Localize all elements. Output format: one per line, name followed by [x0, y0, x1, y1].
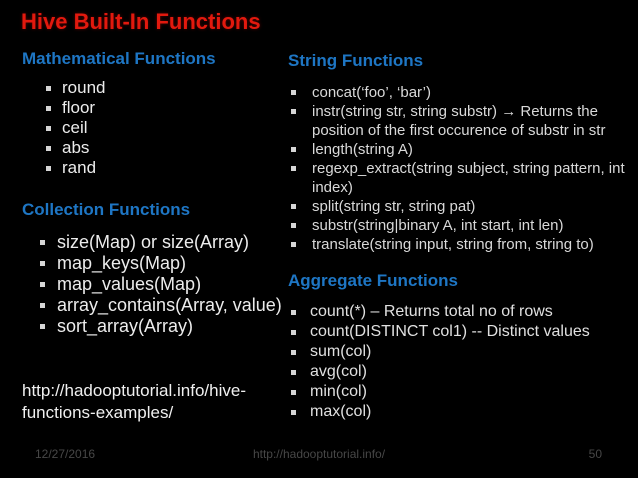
- bullet-item: sort_array(Array): [22, 316, 290, 337]
- bullet-item: ceil: [22, 118, 287, 138]
- bullet-list: size(Map) or size(Array)map_keys(Map)map…: [22, 232, 290, 337]
- slide-title: Hive Built-In Functions: [21, 9, 261, 34]
- bullet-item: abs: [22, 138, 287, 158]
- bullet-item: translate(string input, string from, str…: [288, 235, 638, 254]
- footer-url: http://hadooptutorial.info/: [252, 447, 386, 461]
- section-heading: Collection Functions: [22, 200, 191, 219]
- bullet-item: count(DISTINCT col1) -- Distinct values: [288, 322, 636, 342]
- bullet-item: split(string str, string pat): [288, 197, 638, 216]
- bullet-item: map_values(Map): [22, 274, 290, 295]
- bullet-list: concat(‘foo’, ‘bar’)instr(string str, st…: [288, 83, 638, 254]
- bullet-item: length(string A): [288, 140, 638, 159]
- bullet-item: map_keys(Map): [22, 253, 290, 274]
- bullet-item: sum(col): [288, 342, 636, 362]
- resource-link-text: http://hadooptutorial.info/hive-function…: [22, 381, 246, 422]
- footer-date: 12/27/2016: [35, 447, 96, 461]
- section-heading: Mathematical Functions: [22, 49, 216, 68]
- section-collection-functions: Collection Functions size(Map) or size(A…: [22, 200, 290, 337]
- bullet-item: round: [22, 78, 287, 98]
- section-heading: Aggregate Functions: [288, 271, 459, 290]
- section-heading: String Functions: [288, 51, 424, 70]
- bullet-item: array_contains(Array, value): [22, 295, 290, 316]
- bullet-item: floor: [22, 98, 287, 118]
- bullet-item: max(col): [288, 402, 636, 422]
- section-string-functions: String Functions concat(‘foo’, ‘bar’)ins…: [288, 51, 638, 254]
- bullet-item: regexp_extract(string subject, string pa…: [288, 159, 638, 197]
- bullet-item: size(Map) or size(Array): [22, 232, 290, 253]
- bullet-item: instr(string str, string substr) → Retur…: [288, 102, 638, 140]
- bullet-item: min(col): [288, 382, 636, 402]
- section-aggregate-functions: Aggregate Functions count(*) – Returns t…: [288, 271, 636, 422]
- bullet-item: substr(string|binary A, int start, int l…: [288, 216, 638, 235]
- footer-page-number: 50: [588, 447, 602, 461]
- bullet-item: concat(‘foo’, ‘bar’): [288, 83, 638, 102]
- bullet-item: count(*) – Returns total no of rows: [288, 302, 636, 322]
- bullet-item: avg(col): [288, 362, 636, 382]
- bullet-item: rand: [22, 158, 287, 178]
